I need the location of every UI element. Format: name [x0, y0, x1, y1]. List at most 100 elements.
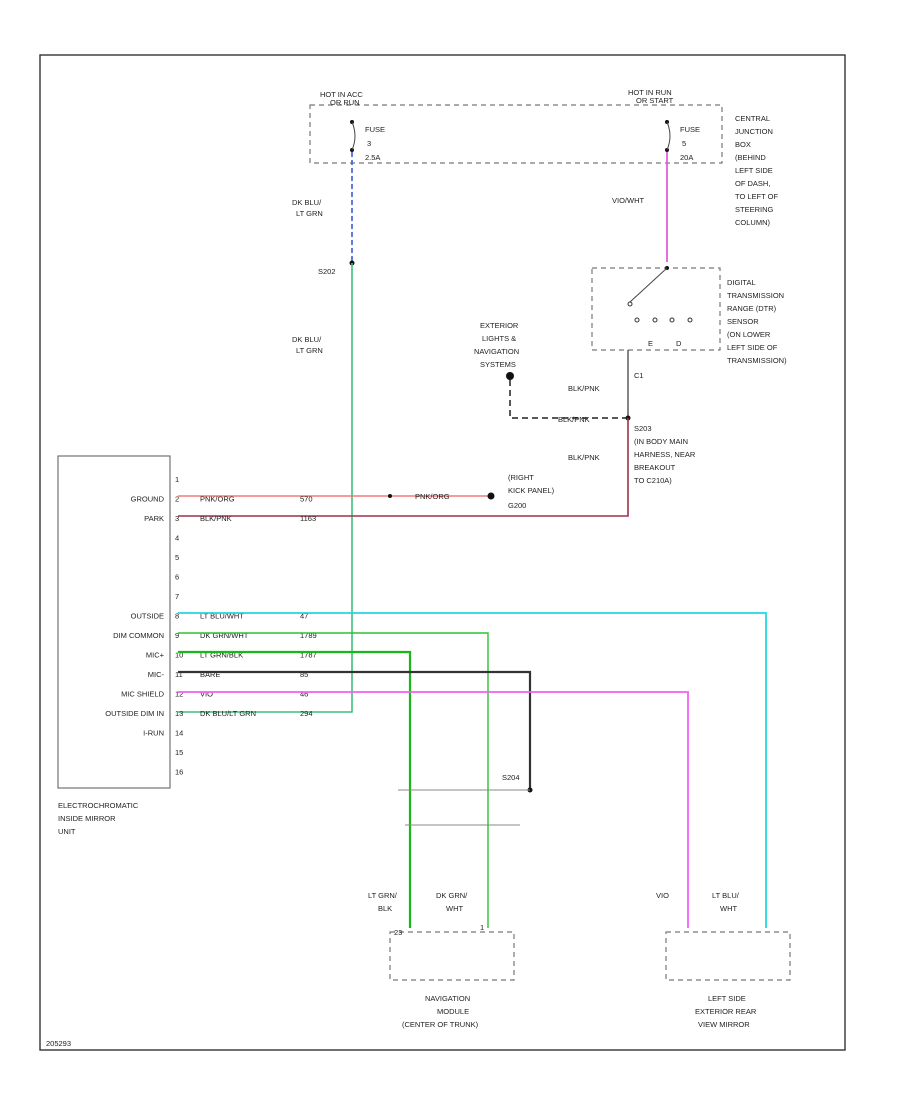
mirror-pin-number: 10 [175, 651, 183, 660]
splice-s202-label: S202 [318, 267, 336, 276]
mirror-pin-number: 12 [175, 690, 183, 699]
wire-label-dk-grn-wht-b: WHT [446, 904, 463, 913]
fuse-3-number: 3 [367, 139, 371, 148]
mirror-pin-name: MIC- [148, 670, 165, 679]
exterior-mirror-box [665, 931, 791, 981]
fuse-3-label: FUSE [365, 125, 385, 134]
svg-text:JUNCTION: JUNCTION [735, 127, 773, 136]
svg-text:TRANSMISSION): TRANSMISSION) [727, 356, 787, 365]
mirror-pin-number: 6 [175, 573, 179, 582]
dtr-sensor-switch: E D [627, 266, 693, 348]
fuse-5-label: FUSE [680, 125, 700, 134]
fuse-5-amperage: 20A [680, 153, 693, 162]
central-junction-box [309, 104, 723, 164]
mirror-pin-wire-color: DK GRN/WHT [200, 631, 249, 640]
svg-text:LEFT SIDE: LEFT SIDE [708, 994, 746, 1003]
splice-s204-label: S204 [502, 773, 520, 782]
wire-dk-blu-lt-grn-main [178, 263, 353, 713]
wire-label-vio-wht: VIO/WHT [612, 196, 644, 205]
mirror-pin-wire-color: LT BLU/WHT [200, 612, 244, 621]
exterior-mirror-label: LEFT SIDE EXTERIOR REAR VIEW MIRROR [695, 994, 757, 1029]
svg-text:NAVIGATION: NAVIGATION [474, 347, 519, 356]
mirror-pin-wire-color: VIO [200, 690, 213, 699]
mirror-pin-number: 14 [175, 729, 183, 738]
mirror-pin-number: 7 [175, 592, 179, 601]
nav-pin-left: 23 [394, 928, 402, 937]
svg-text:NAVIGATION: NAVIGATION [425, 994, 470, 1003]
svg-text:UNIT: UNIT [58, 827, 76, 836]
svg-text:TRANSMISSION: TRANSMISSION [727, 291, 784, 300]
svg-text:(RIGHT: (RIGHT [508, 473, 534, 482]
exterior-lights-label: EXTERIOR LIGHTS & NAVIGATION SYSTEMS [474, 321, 519, 369]
svg-text:SENSOR: SENSOR [727, 317, 759, 326]
ground-g200 [487, 492, 495, 500]
mirror-pin-wire-color: DK BLU/LT GRN [200, 709, 256, 718]
svg-text:LEFT SIDE OF: LEFT SIDE OF [727, 343, 778, 352]
mirror-pin-number: 3 [175, 514, 179, 523]
svg-text:INSIDE MIRROR: INSIDE MIRROR [58, 814, 116, 823]
svg-text:LIGHTS &: LIGHTS & [482, 334, 516, 343]
mirror-pin-name: GROUND [131, 495, 165, 504]
pin-c1-label: C1 [634, 371, 644, 380]
wire-label-lt-grn-blk: LT GRN/ [368, 891, 398, 900]
mirror-pin-number: 9 [175, 631, 179, 640]
mirror-pin-wire-color: LT GRN/BLK [200, 651, 243, 660]
mirror-pin-number: 1 [175, 475, 179, 484]
wire-label-dk-blu-lt-grn-1b: LT GRN [296, 209, 323, 218]
mirror-pin-name: MIC+ [146, 651, 165, 660]
mirror-pin-number: 2 [175, 495, 179, 504]
dtr-sensor-label: DIGITAL TRANSMISSION RANGE (DTR) SENSOR … [727, 278, 787, 365]
mirror-pin-wire-color: PNK/ORG [200, 495, 235, 504]
wire-label-dk-grn-wht: DK GRN/ [436, 891, 468, 900]
wire-label-vio: VIO [656, 891, 669, 900]
mirror-pin-name: I-RUN [143, 729, 164, 738]
mirror-pin-number: 4 [175, 534, 179, 543]
wire-label-dk-blu-lt-grn-1a: DK BLU/ [292, 198, 322, 207]
fuse-3-hot-label-1: HOT IN ACC [320, 90, 363, 99]
mirror-pin-number: 8 [175, 612, 179, 621]
figure-id: 205293 [46, 1039, 71, 1048]
svg-text:TO LEFT OF: TO LEFT OF [735, 192, 778, 201]
exterior-lights-connector [506, 372, 514, 380]
mirror-pin-circuit: 1787 [300, 651, 317, 660]
wire-dk-grn-wht [178, 632, 489, 928]
svg-text:E: E [648, 339, 653, 348]
wire-label-lt-blu-wht-b: WHT [720, 904, 737, 913]
svg-text:MODULE: MODULE [437, 1007, 469, 1016]
svg-text:G200: G200 [508, 501, 526, 510]
navigation-module-box [389, 931, 515, 981]
wire-label-pnk-org-2: PNK/ORG [415, 492, 450, 501]
mirror-pin-name: OUTSIDE [131, 612, 164, 621]
mirror-pin-circuit: 47 [300, 612, 308, 621]
mirror-pin-wire-color: BARE [200, 670, 220, 679]
wire-label-dk-blu-lt-grn-2a: DK BLU/ [292, 335, 322, 344]
svg-text:RANGE (DTR): RANGE (DTR) [727, 304, 777, 313]
svg-text:VIEW MIRROR: VIEW MIRROR [698, 1020, 750, 1029]
svg-text:ELECTROCHROMATIC: ELECTROCHROMATIC [58, 801, 139, 810]
fuse-3-amperage: 2.5A [365, 153, 380, 162]
svg-text:KICK PANEL): KICK PANEL) [508, 486, 555, 495]
mirror-pin-number: 5 [175, 553, 179, 562]
fuse-3: HOT IN ACC OR RUN FUSE 3 2.5A [320, 90, 385, 162]
svg-text:OF DASH,: OF DASH, [735, 179, 770, 188]
svg-text:(ON LOWER: (ON LOWER [727, 330, 771, 339]
fuse-3-hot-label-2: OR RUN [330, 98, 360, 107]
splice-s203-label: S203 (IN BODY MAIN HARNESS, NEAR BREAKOU… [634, 424, 696, 485]
svg-text:(IN BODY MAIN: (IN BODY MAIN [634, 437, 688, 446]
diagram-frame [39, 54, 846, 1051]
mirror-pin-circuit: 294 [300, 709, 313, 718]
svg-text:(BEHIND: (BEHIND [735, 153, 766, 162]
mirror-pin-name: MIC SHIELD [121, 690, 165, 699]
wire-lt-blu-wht [178, 612, 767, 928]
fuse-5-hot-label-1: HOT IN RUN [628, 88, 672, 97]
svg-text:EXTERIOR: EXTERIOR [480, 321, 519, 330]
mirror-pin-circuit: 46 [300, 690, 308, 699]
mirror-pin-circuit: 570 [300, 495, 313, 504]
svg-text:BOX: BOX [735, 140, 751, 149]
wire-vio [178, 691, 689, 928]
wire-label-blk-pnk-2: BLK/PNK [558, 415, 590, 424]
svg-text:SYSTEMS: SYSTEMS [480, 360, 516, 369]
svg-text:BREAKOUT: BREAKOUT [634, 463, 676, 472]
mirror-unit-box [57, 455, 171, 789]
